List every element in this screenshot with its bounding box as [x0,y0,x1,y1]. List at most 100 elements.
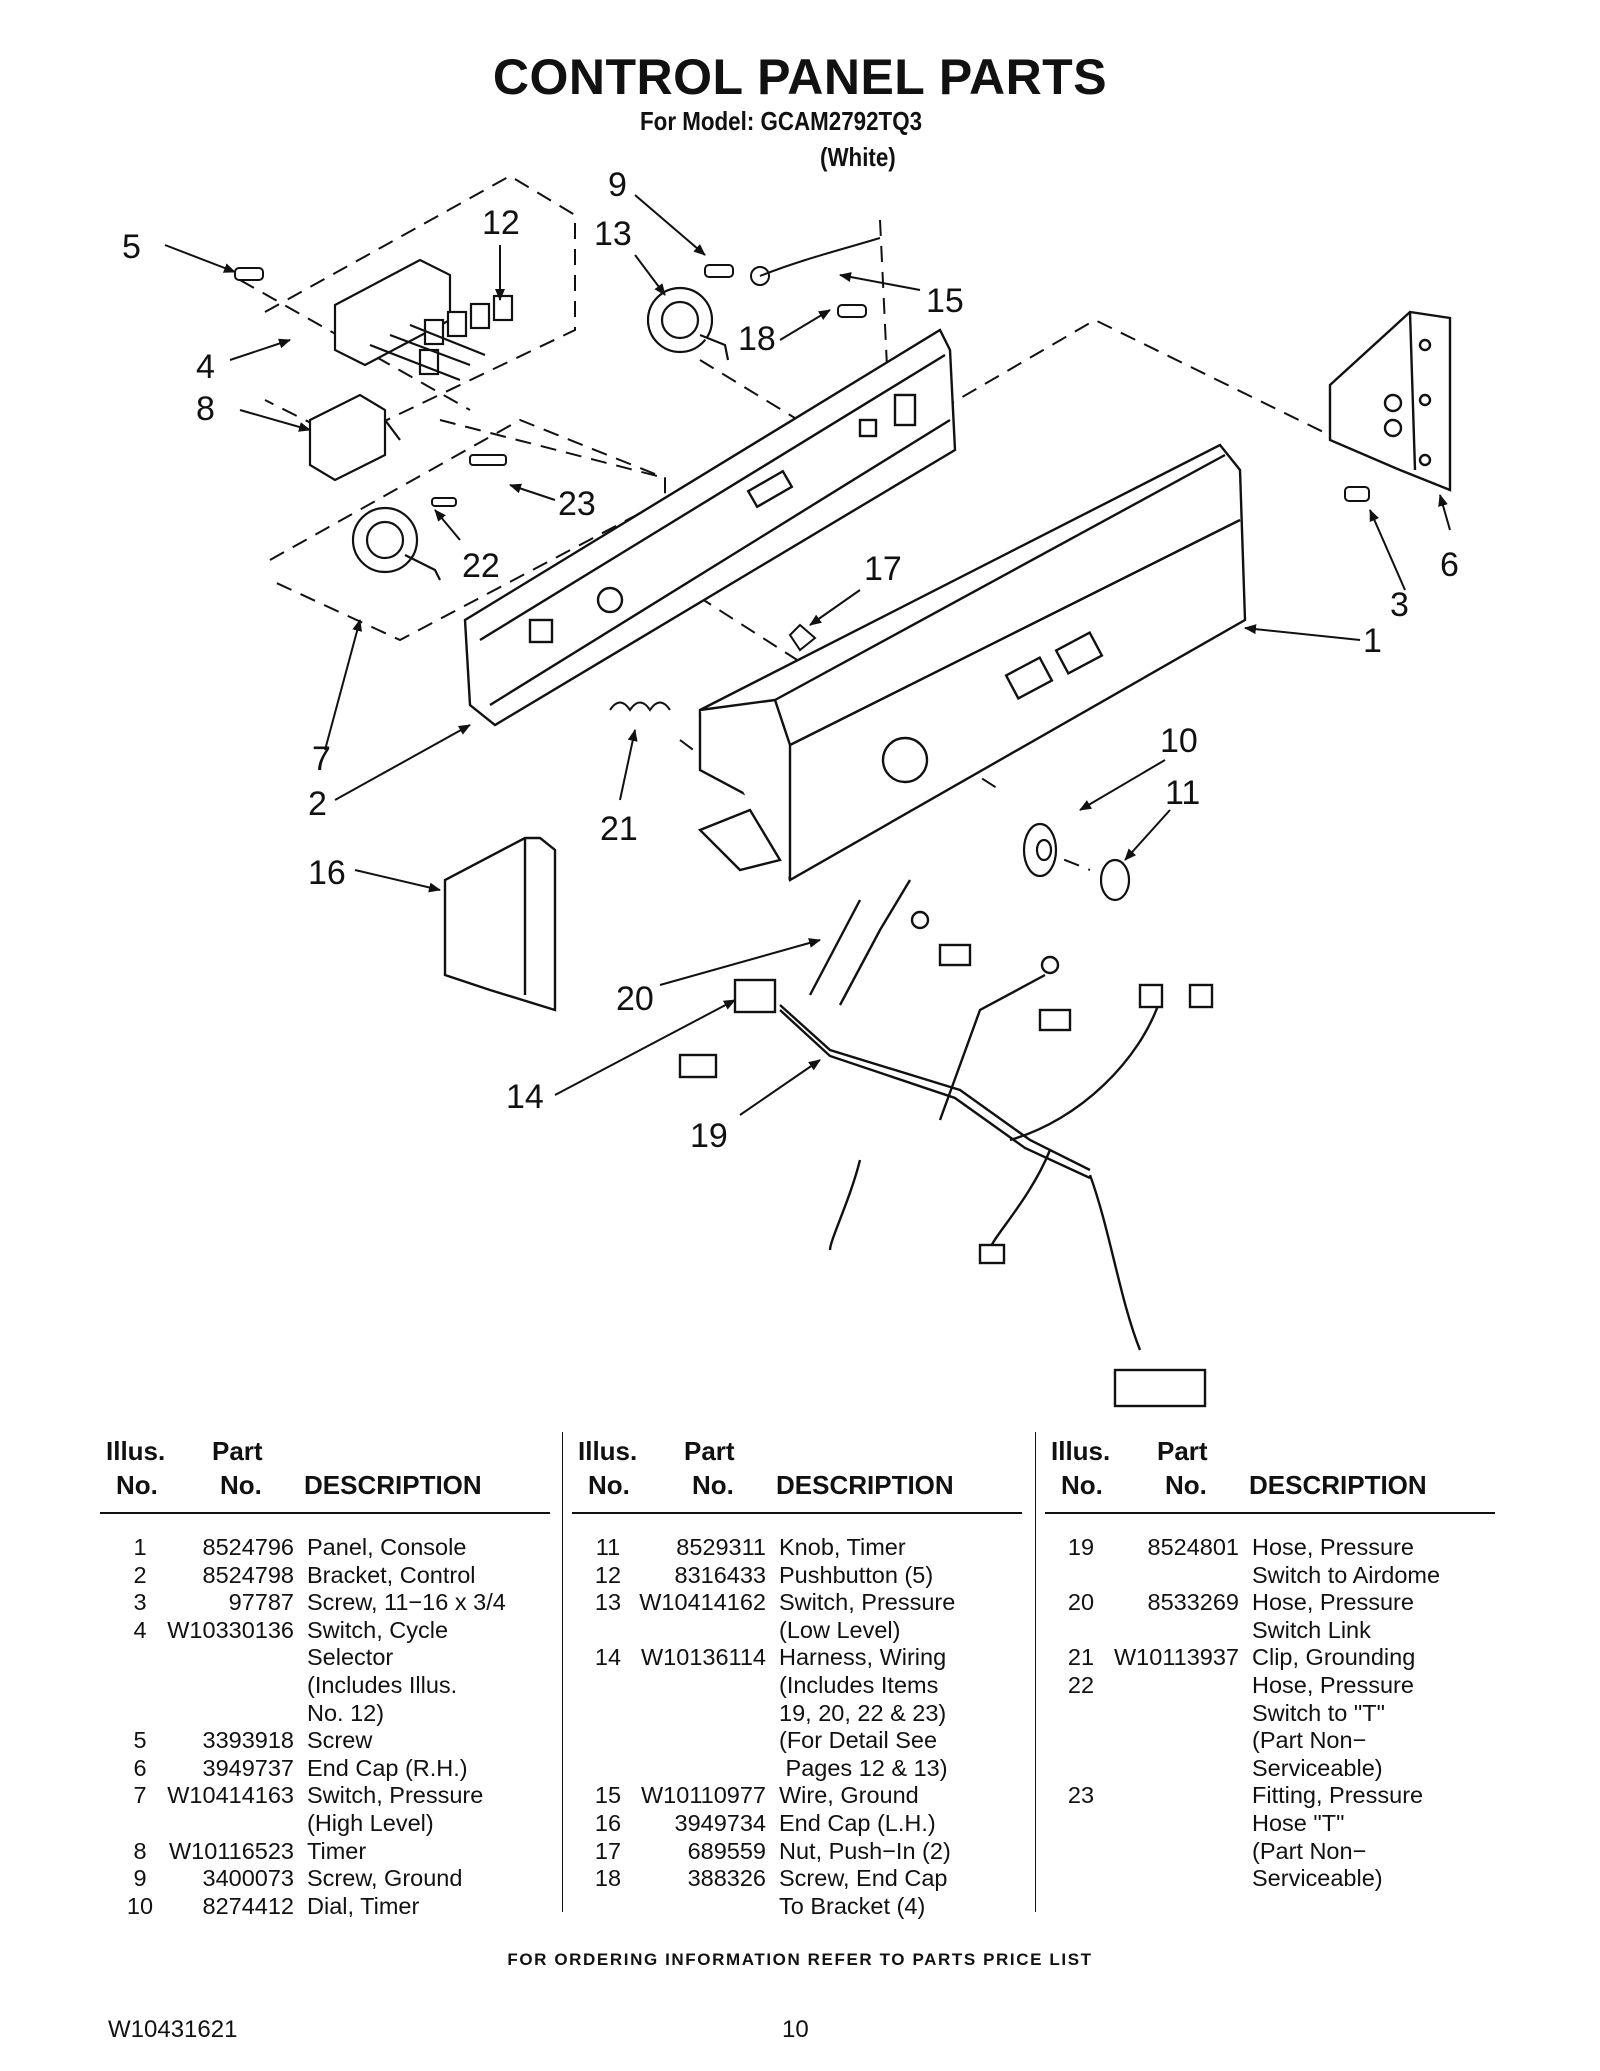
illus-no: 17 [594,1837,622,1864]
illus-no: 19 [1067,1534,1095,1560]
description: Hose, Pressure [1252,1671,1414,1698]
description: 19, 20, 22 & 23) [779,1699,947,1726]
callout-7: 7 [312,740,331,778]
description: Selector [307,1644,394,1671]
header-part-no: No. [220,1470,262,1500]
description: Clip, Grounding [1252,1644,1416,1671]
callout-4: 4 [196,348,215,386]
description: Dial, Timer [307,1892,420,1919]
table-row: (High Level) [100,1810,550,1838]
timer [308,393,401,482]
callout-numbers: 1 2 3 4 5 6 7 8 9 10 11 12 13 14 15 16 1… [122,166,1459,1155]
callout-17: 17 [864,550,902,588]
illus-no: 14 [594,1644,622,1671]
header-illus: Illus. [106,1436,166,1466]
description: (Part Non− [1252,1837,1367,1864]
part-no: W10113937 [1114,1644,1239,1671]
description: Pushbutton (5) [779,1561,934,1588]
illus-no: 2 [133,1561,147,1588]
table-row: No. 12) [100,1700,550,1728]
header-part: Part [212,1436,263,1466]
header-part-no: No. [692,1470,734,1500]
end-cap-rh [1328,310,1452,492]
description: Hose, Pressure [1252,1589,1414,1616]
callout-14: 14 [506,1078,544,1116]
table-row: 21 W10113937 Clip, Grounding [1045,1644,1495,1672]
page-title: CONTROL PANEL PARTS [492,49,1108,105]
part-no: W10110977 [641,1782,766,1809]
part-no: 8316433 [674,1561,767,1588]
table-header: Illus. No. Part No. DESCRIPTION [1045,1432,1495,1514]
illus-no: 4 [133,1616,147,1643]
cycle-selector-switch [333,258,514,382]
description: Switch, Pressure [307,1782,484,1809]
part-no: 689559 [687,1837,766,1864]
page-number: 10 [782,2016,809,2043]
description: Hose "T" [1252,1809,1345,1836]
description: Panel, Console [307,1534,467,1560]
part-no: 3949737 [202,1754,295,1781]
table-row: Switch Link [1045,1617,1495,1645]
illus-no: 18 [594,1865,622,1892]
part-no: 8274412 [202,1892,295,1919]
description: End Cap (L.H.) [779,1809,936,1836]
illus-no: 11 [595,1534,621,1560]
header-part: Part [684,1436,735,1466]
callout-11: 11 [1165,774,1200,812]
description: Serviceable) [1252,1754,1383,1781]
illus-no: 20 [1067,1589,1095,1616]
header-part: Part [1157,1436,1208,1466]
column-divider [1035,1432,1036,1912]
description: (Includes Illus. [307,1671,458,1698]
header-illus-no: No. [1061,1470,1103,1500]
table-row: (For Detail See [572,1727,1022,1755]
table-header: Illus. No. Part No. DESCRIPTION [100,1432,550,1514]
description: (Low Level) [779,1616,901,1643]
table-row: Selector [100,1644,550,1672]
callout-18: 18 [738,320,776,358]
table-row: Switch to "T" [1045,1700,1495,1728]
description: Switch Link [1252,1616,1371,1643]
description: Switch to Airdome [1252,1561,1441,1588]
callout-21: 21 [600,810,638,848]
table-row: To Bracket (4) [572,1893,1022,1921]
leader-arrows [164,194,1451,1116]
callout-6: 6 [1440,546,1459,584]
header-illus: Illus. [1051,1436,1111,1466]
header-illus-no: No. [116,1470,158,1500]
header-illus-no: No. [588,1470,630,1500]
callout-5: 5 [122,228,141,266]
description: Screw, Ground [307,1865,463,1892]
illus-no: 16 [594,1809,622,1836]
description: (High Level) [307,1809,434,1836]
table-row: Serviceable) [1045,1865,1495,1893]
part-no: W10330136 [167,1616,294,1643]
illus-no: 21 [1067,1644,1095,1671]
description: Screw [307,1727,373,1754]
description: Switch, Pressure [779,1589,956,1616]
part-no: 8533269 [1147,1589,1240,1616]
illus-no: 6 [133,1754,147,1781]
illus-no: 5 [133,1727,147,1754]
description: Screw, End Cap [779,1865,948,1892]
callout-10: 10 [1160,722,1198,760]
callout-8: 8 [196,390,215,428]
callout-19: 19 [690,1117,728,1155]
description: Pages 12 & 13) [779,1754,948,1781]
table-row: (Includes Illus. [100,1672,550,1700]
description: End Cap (R.H.) [307,1754,468,1781]
illus-no: 13 [594,1589,622,1616]
description: No. 12) [307,1699,385,1726]
